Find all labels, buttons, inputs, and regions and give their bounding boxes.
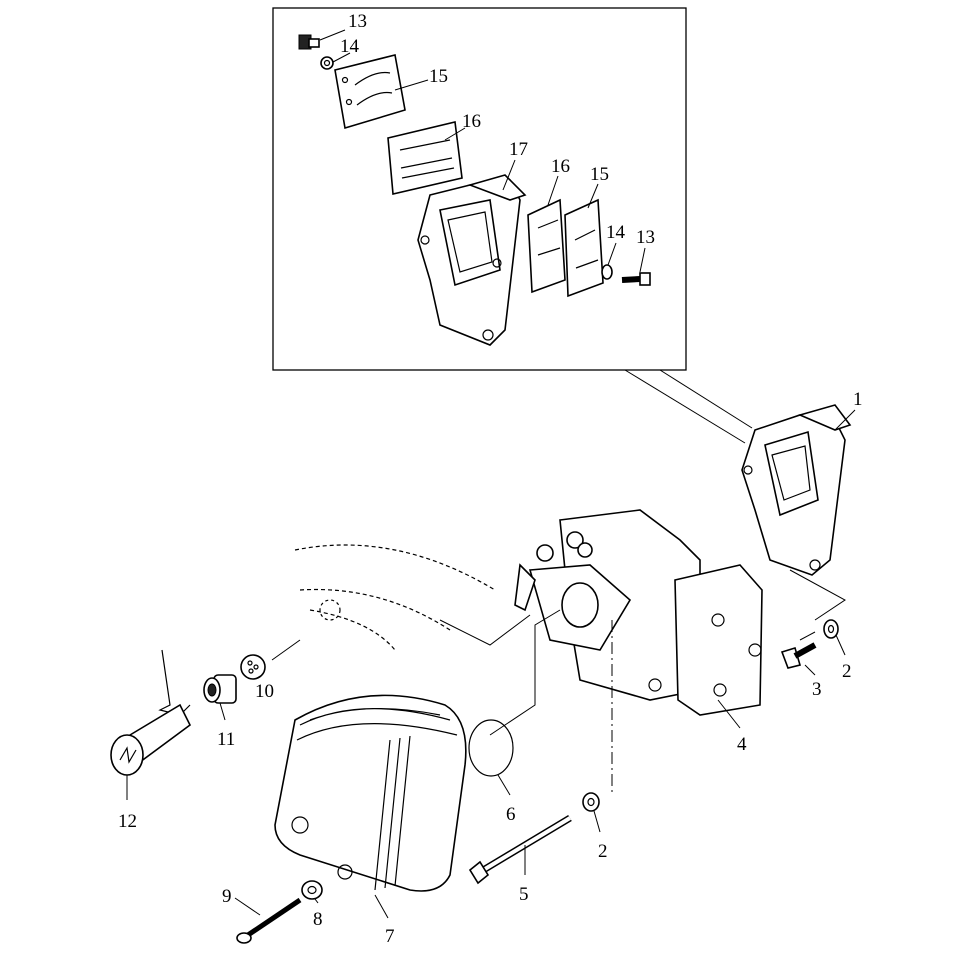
inset-reed-16-right (527, 198, 566, 294)
callout-13: 13 (348, 11, 367, 32)
callout-3: 3 (812, 679, 822, 700)
assembly-lines (271, 569, 846, 795)
washer-2-upper (823, 619, 839, 639)
inset-reed-16-top (387, 121, 463, 195)
callout-leaders (126, 29, 856, 919)
callout-14: 14 (606, 222, 626, 243)
callout-labels: 13 14 15 16 17 16 15 14 13 1 2 3 4 10 11… (118, 11, 863, 947)
screw-9 (236, 897, 302, 944)
bolt-5 (468, 814, 572, 885)
callout-1: 1 (853, 389, 863, 410)
callout-17: 17 (509, 139, 528, 160)
reed-valve-1 (741, 404, 852, 576)
carburetor-4 (514, 509, 763, 716)
callout-16: 16 (551, 156, 570, 177)
callout-2: 2 (598, 841, 608, 862)
callout-7: 7 (385, 926, 395, 947)
callout-16: 16 (462, 111, 481, 132)
inset-stopper-15-right (564, 198, 604, 298)
callout-13: 13 (636, 227, 655, 248)
callout-6: 6 (506, 804, 516, 825)
washer-2-lower (582, 792, 600, 812)
grommet-11 (203, 674, 237, 704)
washer-8 (301, 880, 323, 900)
plug-10 (240, 654, 266, 680)
callout-8: 8 (313, 909, 323, 930)
callout-9: 9 (222, 886, 232, 907)
callout-12: 12 (118, 811, 137, 832)
gasket-6 (468, 719, 514, 777)
inset-reed-valve-17 (417, 174, 527, 346)
crankcase-outline (294, 544, 496, 651)
choke-knob-12 (110, 649, 192, 776)
callout-2: 2 (842, 661, 852, 682)
callout-15: 15 (429, 66, 448, 87)
callout-10: 10 (255, 681, 274, 702)
intake-silencer-7 (274, 694, 467, 892)
inset-screw-13-right (621, 272, 651, 286)
callout-14: 14 (340, 36, 360, 57)
callout-4: 4 (737, 734, 747, 755)
inset-washer-14-right (601, 264, 613, 280)
callout-11: 11 (217, 729, 235, 750)
inset-stopper-15-top (334, 54, 406, 130)
detail-inset (272, 7, 753, 444)
inset-screw-13-top (298, 34, 320, 50)
callout-5: 5 (519, 884, 529, 905)
bolt-3 (780, 642, 817, 669)
inset-washer-14-top (320, 56, 334, 70)
callout-15: 15 (590, 164, 609, 185)
